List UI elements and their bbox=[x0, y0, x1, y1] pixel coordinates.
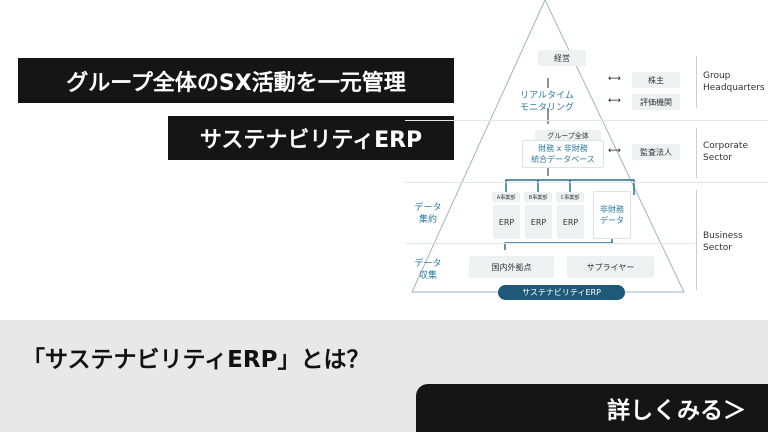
database-box: 財務 x 非財務統合データベース bbox=[522, 140, 604, 168]
auditor-box: 監査法人 bbox=[632, 144, 680, 160]
management-box: 経営 bbox=[538, 50, 586, 66]
aggregation-label: データ集約 bbox=[414, 203, 442, 225]
arrow-icon: ⟷ bbox=[608, 74, 621, 84]
arrow-icon: ⟷ bbox=[608, 146, 621, 156]
question-text: 「サステナビリティERP」とは？ bbox=[22, 347, 370, 373]
nonfinancial-data-box: 非財務データ bbox=[593, 191, 631, 239]
erp-box-c: ERP bbox=[557, 205, 584, 239]
sites-box: 国内外拠点 bbox=[469, 256, 554, 278]
division-a-label: A事業部 bbox=[492, 192, 520, 202]
division-c-label: C事業部 bbox=[556, 192, 584, 202]
sustainability-erp-base: サステナビリティERP bbox=[498, 285, 625, 300]
collection-label: データ収集 bbox=[414, 259, 442, 281]
arrow-icon: ⟷ bbox=[608, 96, 621, 106]
erp-box-b: ERP bbox=[525, 205, 552, 239]
erp-box-a: ERP bbox=[493, 205, 520, 239]
read-more-button[interactable]: 詳しくみる＞ bbox=[416, 384, 768, 432]
monitoring-label: リアルタイムモニタリング bbox=[519, 91, 574, 113]
suppliers-box: サプライヤー bbox=[567, 256, 654, 278]
shareholders-box: 株主 bbox=[632, 72, 680, 88]
read-more-label: 詳しくみる＞ bbox=[607, 398, 746, 424]
subheadline: サステナビリティERP bbox=[199, 128, 423, 153]
division-b-label: B事業部 bbox=[524, 192, 552, 202]
rating-agency-box: 評価機関 bbox=[632, 94, 680, 110]
group-all-label: グループ全体 bbox=[535, 130, 601, 142]
headline: グループ全体のSX活動を一元管理 bbox=[66, 70, 406, 96]
subheadline-banner: サステナビリティERP bbox=[168, 116, 454, 160]
headline-banner: グループ全体のSX活動を一元管理 bbox=[18, 58, 454, 103]
